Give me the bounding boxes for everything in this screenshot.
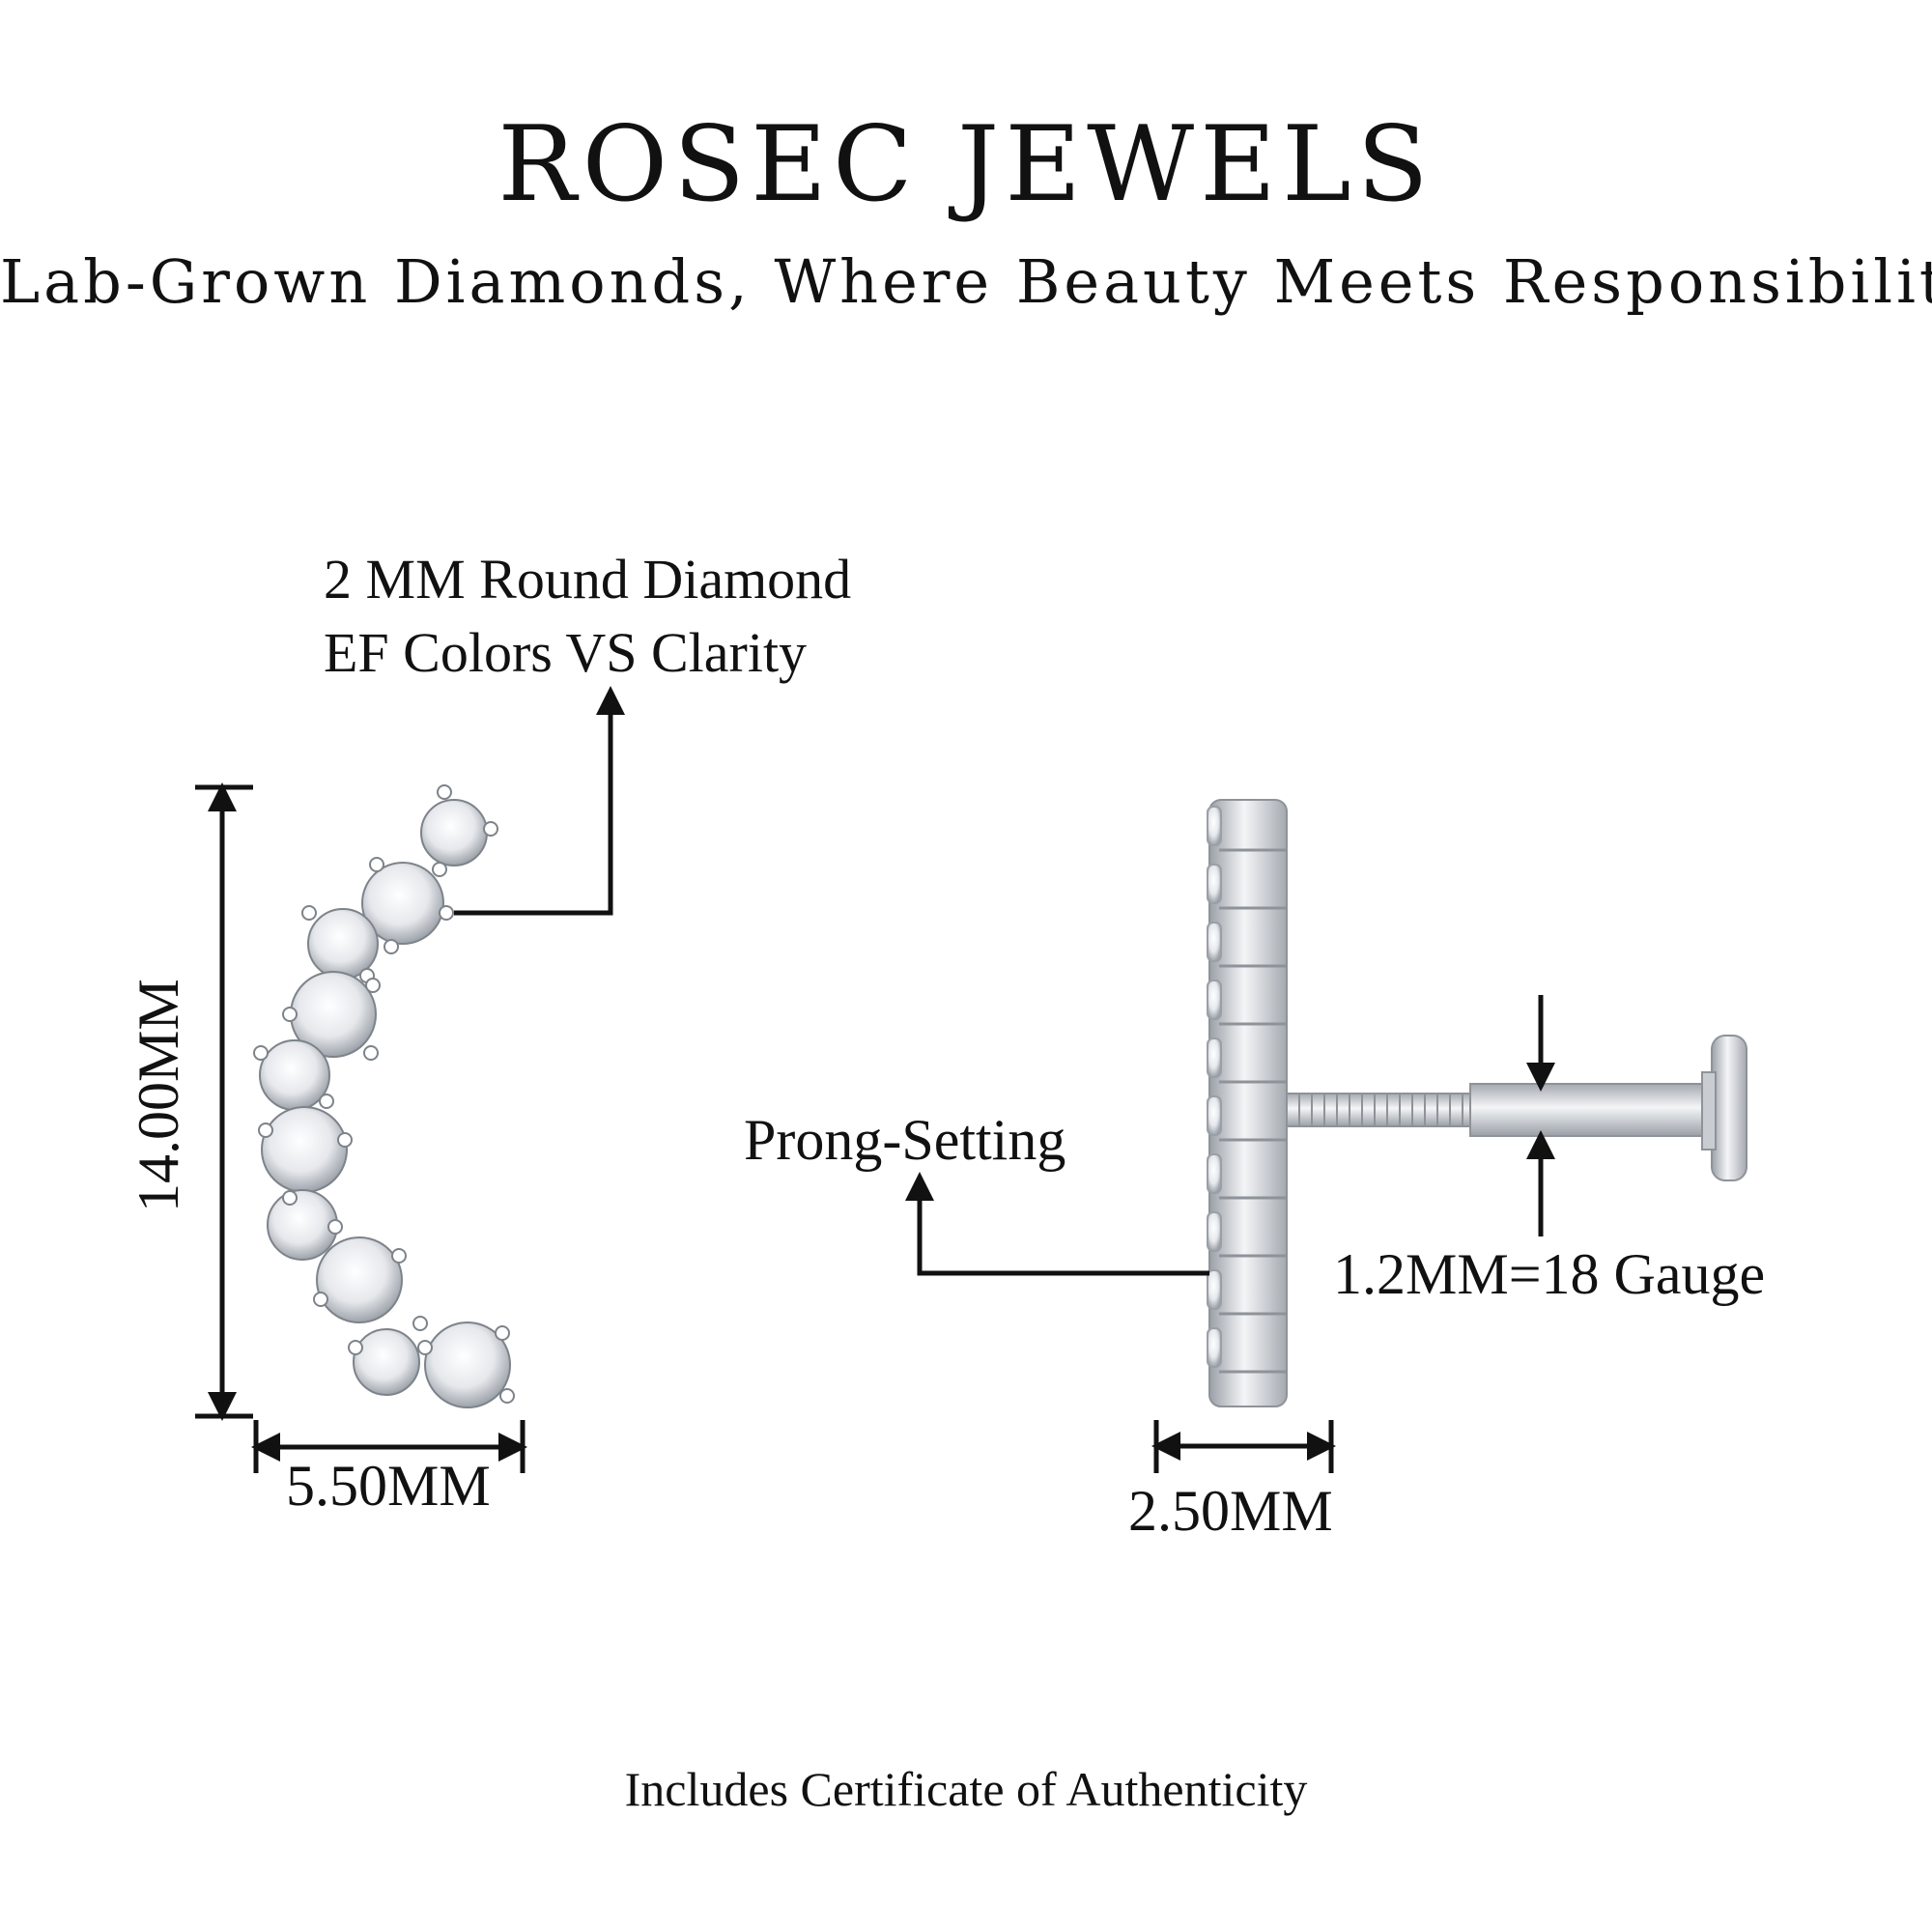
diamond-spec-quality: EF Colors VS Clarity [324, 621, 808, 684]
earring-side-view [1207, 799, 1747, 1407]
brand-title: ROSEC JEWELS [497, 104, 1435, 225]
width-dimension [251, 1420, 527, 1473]
diamond-spec-size: 2 MM Round Diamond [324, 548, 852, 611]
depth-dimension [1151, 1420, 1336, 1473]
prong-setting-label: Prong-Setting [744, 1108, 1066, 1172]
width-label: 5.50MM [286, 1454, 491, 1518]
certificate-note: Includes Certificate of Authenticity [624, 1762, 1308, 1816]
height-dimension [195, 782, 253, 1421]
brand-tagline: Lab-Grown Diamonds, Where Beauty Meets R… [0, 246, 1932, 317]
diamond-leader-line [454, 686, 625, 916]
height-label: 14.00MM [127, 979, 190, 1212]
depth-label: 2.50MM [1128, 1479, 1333, 1543]
prong-leader-line [905, 1172, 1209, 1276]
earring-front-view [253, 784, 515, 1408]
gauge-label: 1.2MM=18 Gauge [1333, 1242, 1766, 1306]
